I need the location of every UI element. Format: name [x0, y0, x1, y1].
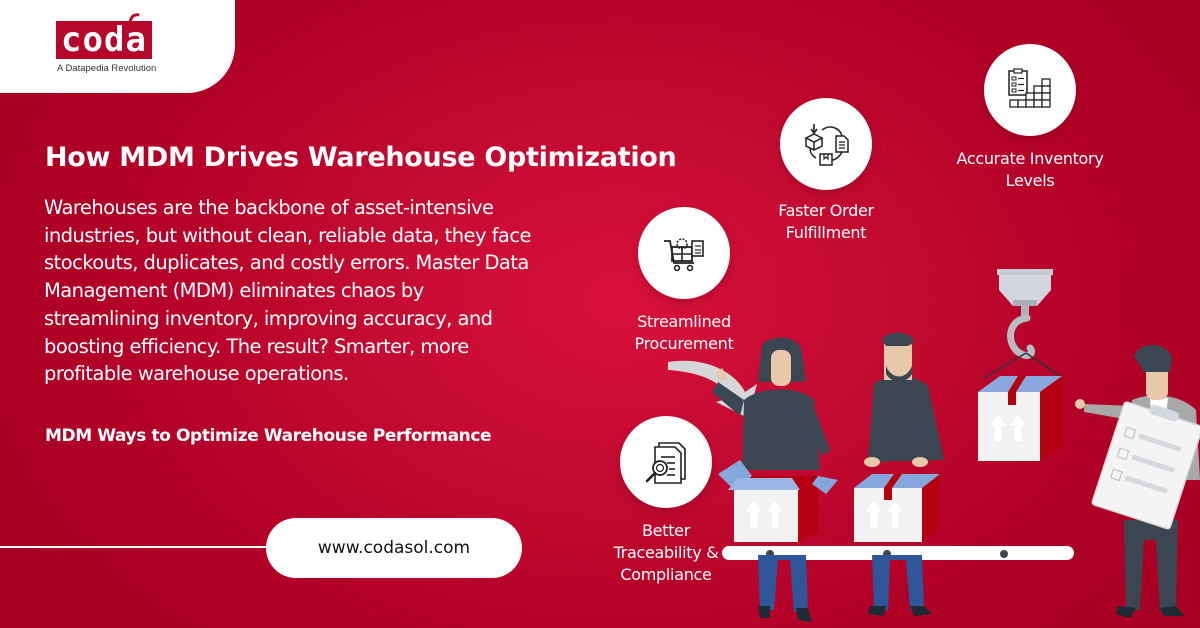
feature-label: Streamlined Procurement	[618, 311, 750, 355]
feature-label-line: Streamlined	[637, 312, 731, 331]
coda-logo: coda	[56, 21, 152, 59]
feature-circle	[780, 98, 872, 190]
feature-accurate-inventory: Accurate Inventory Levels	[932, 44, 1128, 192]
intro-line: Management (MDM) eliminates chaos by	[44, 279, 424, 303]
website-link-button[interactable]: www.codasol.com	[266, 518, 522, 578]
feature-label-line: Better	[642, 521, 690, 540]
intro-line: streamlining inventory, improving accura…	[44, 306, 493, 330]
feature-label-line: Compliance	[620, 565, 712, 584]
feature-circle	[984, 44, 1076, 136]
worker-man	[868, 332, 944, 616]
feature-label-line: Procurement	[634, 334, 734, 353]
feature-circle	[620, 416, 712, 508]
curved-arrow-icon	[668, 360, 757, 418]
compliance-document-search-icon	[645, 442, 686, 484]
section-subheading: MDM Ways to Optimize Warehouse Performan…	[45, 426, 492, 446]
feature-label-line: Traceability &	[613, 543, 719, 562]
cta-divider-line	[0, 546, 270, 548]
feature-label: Better Traceability & Compliance	[600, 520, 732, 586]
order-fulfillment-cycle-icon	[804, 124, 849, 166]
logo-panel: coda A Datapedia Revolution	[0, 0, 235, 93]
feature-label-line: Fulfillment	[785, 223, 867, 242]
inventory-boxes-checklist-icon	[1008, 68, 1051, 108]
conveyor-belt	[722, 546, 1074, 560]
crane-hook-icon	[983, 269, 1061, 379]
closed-box-man	[854, 457, 940, 542]
clipboard	[1091, 401, 1200, 530]
feature-label-line: Levels	[1005, 171, 1055, 190]
intro-line: stockouts, duplicates, and costly errors…	[44, 251, 529, 275]
intro-line: industries, but without clean, reliable …	[44, 223, 532, 247]
feature-circle	[638, 207, 730, 299]
page-title: How MDM Drives Warehouse Optimization	[45, 142, 677, 173]
intro-line: boosting efficiency. The result? Smarter…	[44, 334, 469, 358]
worker-inspector	[1075, 344, 1200, 618]
feature-traceability-compliance: Better Traceability & Compliance	[600, 416, 732, 586]
intro-paragraph: Warehouses are the backbone of asset-int…	[44, 194, 564, 388]
feature-label: Faster Order Fulfillment	[760, 200, 892, 244]
intro-line: Warehouses are the backbone of asset-int…	[44, 196, 494, 219]
feature-streamlined-procurement: Streamlined Procurement	[618, 207, 750, 355]
intro-line: profitable warehouse operations.	[44, 362, 349, 386]
procurement-cart-icon	[664, 238, 704, 272]
feature-faster-order-fulfillment: Faster Order Fulfillment	[760, 98, 892, 244]
logo-tagline: A Datapedia Revolution	[57, 63, 157, 74]
hanging-box	[978, 376, 1062, 461]
open-box-woman	[718, 460, 838, 542]
feature-label-line: Accurate Inventory	[956, 149, 1104, 168]
feature-label-line: Faster Order	[778, 201, 874, 220]
feature-label: Accurate Inventory Levels	[932, 148, 1128, 192]
